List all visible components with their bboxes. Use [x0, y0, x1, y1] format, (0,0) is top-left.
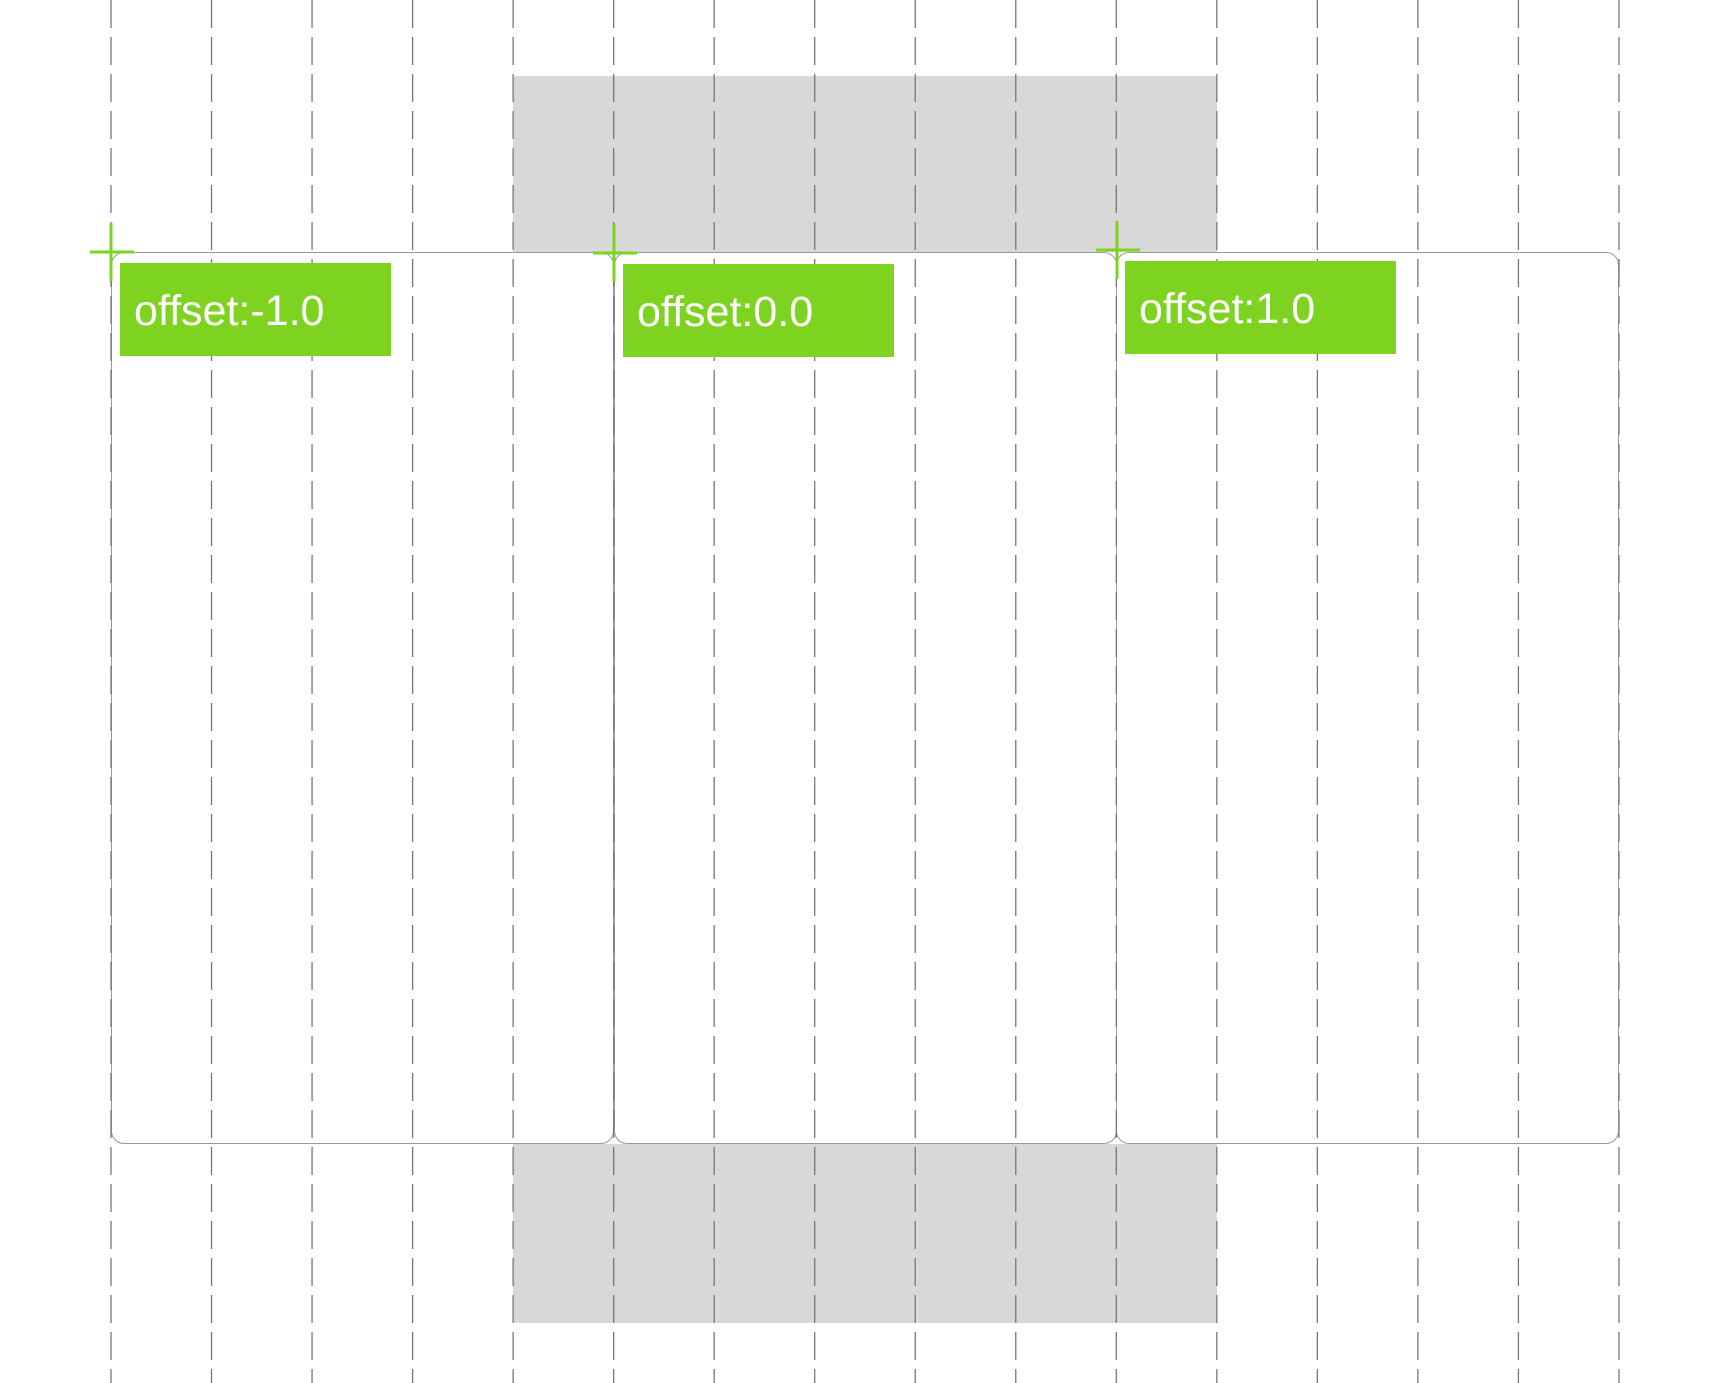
background-band-top — [513, 76, 1217, 252]
card-offset-negative — [111, 252, 614, 1144]
offset-label: offset:-1.0 — [120, 263, 391, 356]
offset-label: offset:0.0 — [623, 264, 894, 357]
offset-label: offset:1.0 — [1125, 261, 1396, 354]
background-band-bottom — [513, 1144, 1217, 1323]
card-offset-positive — [1116, 252, 1619, 1144]
